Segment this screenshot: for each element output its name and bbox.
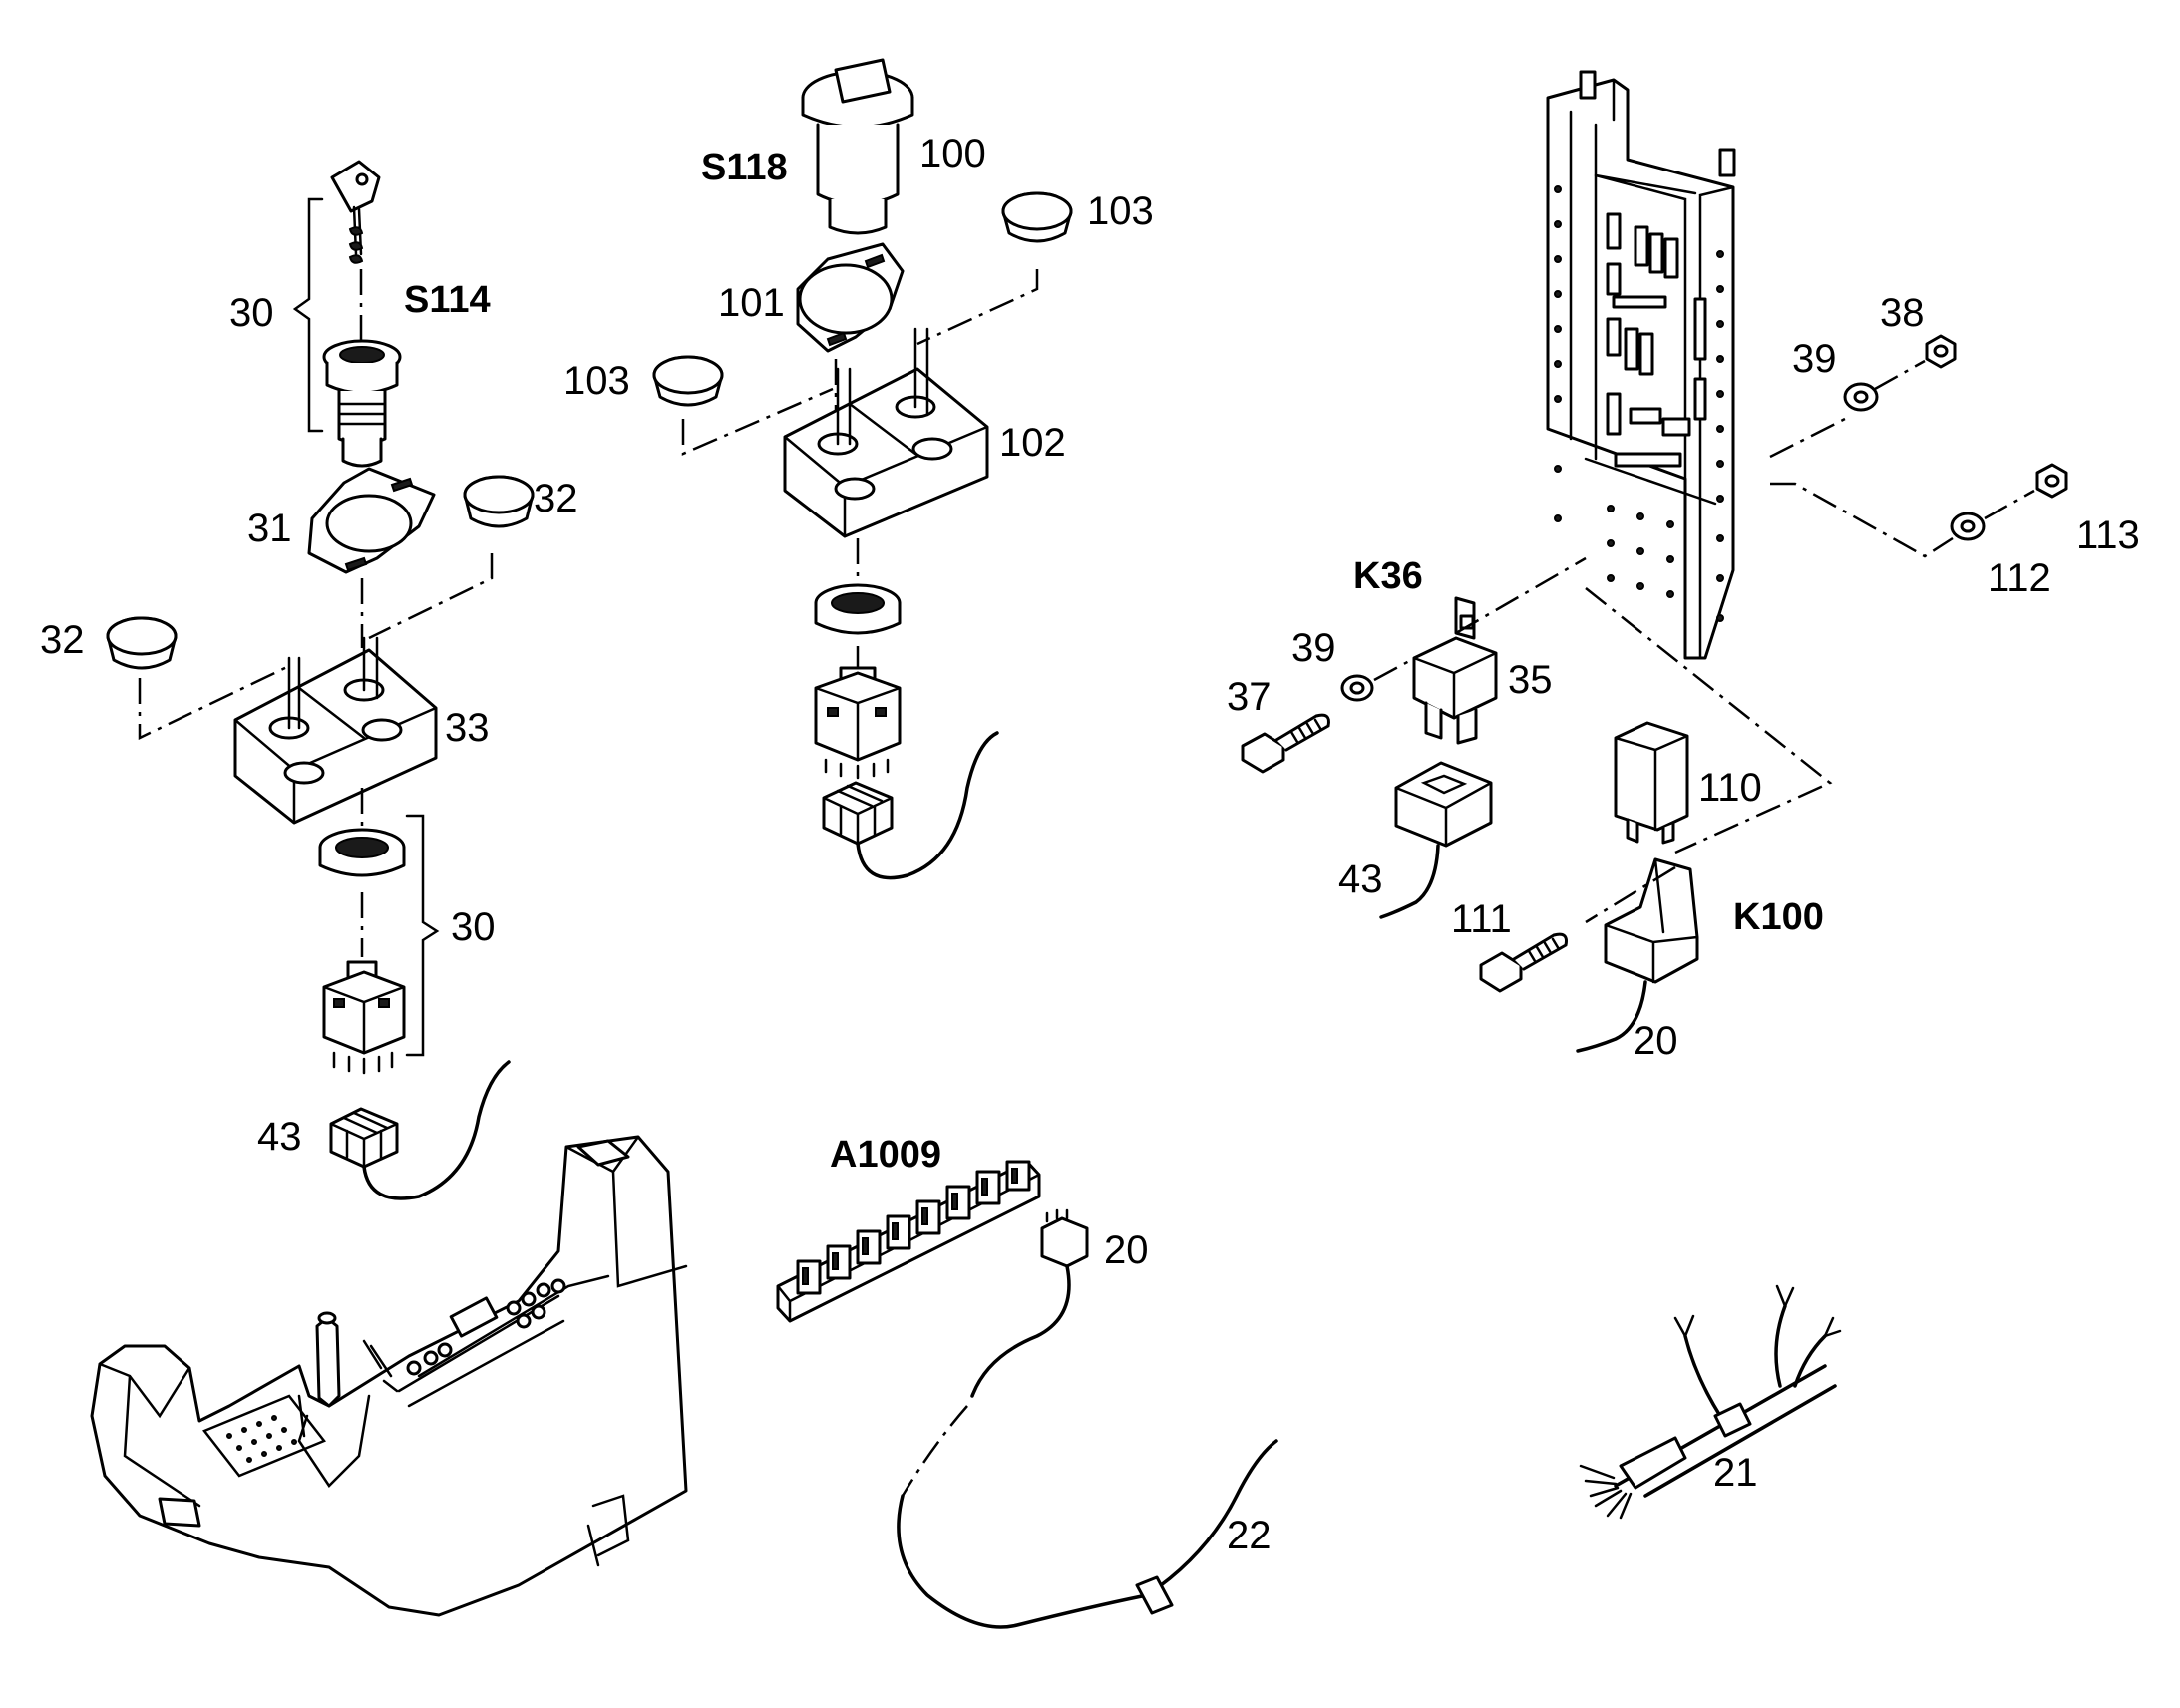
callout-32-right: 32 xyxy=(534,477,578,520)
callout-102: 102 xyxy=(999,421,1066,465)
mounting-block-33 xyxy=(233,636,438,825)
callout-38: 38 xyxy=(1880,291,1925,335)
relay-panel-group xyxy=(1241,70,2068,1053)
bolt-111 xyxy=(1479,932,1568,993)
lock-cylinder-part xyxy=(322,339,402,468)
callout-35: 35 xyxy=(1508,658,1553,702)
cap-103-left xyxy=(652,355,724,407)
relay-110 xyxy=(1614,721,1689,845)
washer-39-mid xyxy=(1340,674,1374,702)
callout-33: 33 xyxy=(445,706,490,750)
cap-103-right xyxy=(1001,191,1073,243)
connector-43-right xyxy=(1379,761,1493,919)
washer-112 xyxy=(1950,512,1986,541)
bezel-ring-part xyxy=(318,828,406,877)
label-plate-31 xyxy=(307,467,436,574)
callout-20-a1009: 20 xyxy=(1104,1228,1149,1272)
label-s114: S114 xyxy=(404,279,491,321)
relay-panel-frame xyxy=(1546,70,1736,660)
label-s118: S118 xyxy=(701,147,788,188)
callout-37: 37 xyxy=(1227,675,1272,719)
connector-20-a1009 xyxy=(970,1208,1089,1398)
selector-switch-s118-group xyxy=(652,58,1073,880)
callout-112: 112 xyxy=(1988,556,2051,600)
callout-103-right: 103 xyxy=(1087,189,1154,233)
callout-30-top: 30 xyxy=(229,291,274,335)
callout-20-k100: 20 xyxy=(1634,1019,1678,1063)
mounting-block-102 xyxy=(783,327,989,538)
harness-22 xyxy=(897,1405,1278,1629)
bolt-37 xyxy=(1241,713,1330,774)
label-k36: K36 xyxy=(1353,555,1423,597)
callout-43-left: 43 xyxy=(257,1115,302,1159)
callout-22: 22 xyxy=(1227,1514,1272,1557)
label-plate-101 xyxy=(796,242,905,353)
label-a1009: A1009 xyxy=(830,1134,941,1176)
label-k100: K100 xyxy=(1733,896,1824,938)
callout-111: 111 xyxy=(1451,897,1512,941)
callout-43-right: 43 xyxy=(1338,857,1383,901)
bracket-30-bottom xyxy=(405,814,440,1057)
bracket-30-top xyxy=(292,197,324,433)
switch-body-part xyxy=(322,960,406,1075)
callout-31: 31 xyxy=(247,507,292,550)
callout-32-left: 32 xyxy=(40,618,85,662)
relay-holder-k100 xyxy=(1576,857,1699,1053)
callout-103-left: 103 xyxy=(563,359,630,403)
bezel-ring-part-mid xyxy=(814,583,902,635)
relay-k36-35 xyxy=(1412,596,1498,745)
callout-110: 110 xyxy=(1698,766,1762,810)
cap-32-left xyxy=(106,616,178,670)
key-switch-s114-group xyxy=(106,160,535,1200)
callout-101: 101 xyxy=(718,281,785,325)
key-part xyxy=(330,160,381,264)
nut-113 xyxy=(2035,463,2068,499)
switch-body-mid xyxy=(814,666,902,780)
connector-mid xyxy=(822,731,999,880)
operator-console xyxy=(90,1135,688,1617)
callout-100: 100 xyxy=(919,132,986,175)
washer-39-top xyxy=(1843,382,1879,412)
cap-32-right xyxy=(463,475,535,528)
callout-30-bottom: 30 xyxy=(451,905,496,949)
callout-113: 113 xyxy=(2076,513,2140,557)
nut-38 xyxy=(1925,334,1957,369)
callout-39-top: 39 xyxy=(1792,337,1837,381)
callout-21: 21 xyxy=(1713,1451,1758,1495)
callout-39-mid: 39 xyxy=(1291,626,1336,670)
selector-knob-100 xyxy=(801,58,914,235)
fuse-board-a1009 xyxy=(776,1160,1041,1323)
connector-43-left xyxy=(329,1060,511,1200)
cable-21 xyxy=(1579,1284,1842,1520)
